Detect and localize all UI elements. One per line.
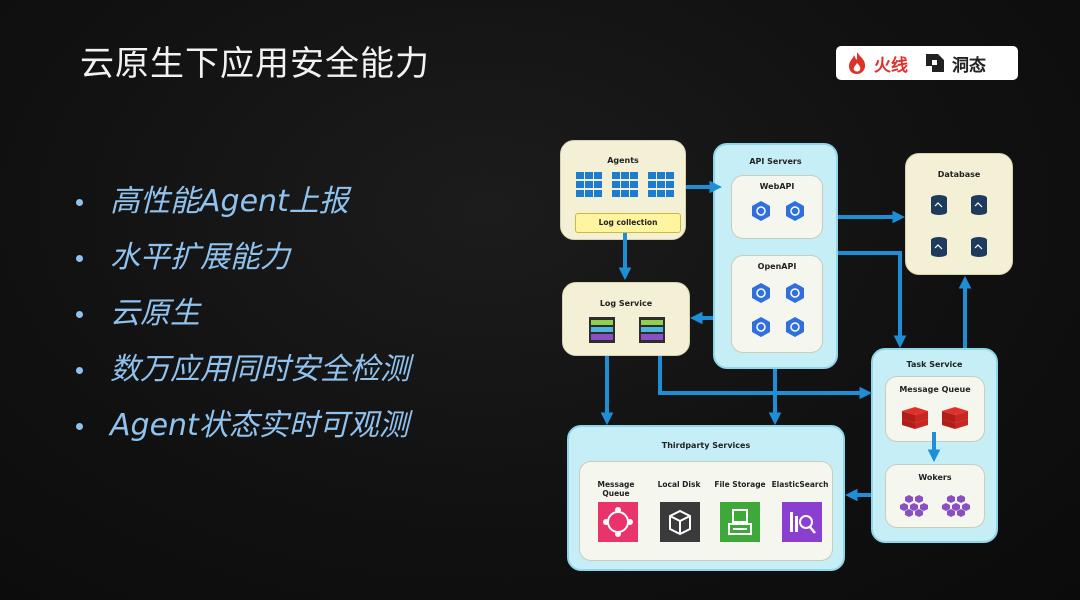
architecture-diagram: Agents Log collection API Servers WebAPI…: [555, 135, 1013, 575]
log-service-box: Log Service: [562, 282, 690, 356]
logo-brand2: 洞态: [952, 55, 986, 76]
arrow-api-to-task: [838, 251, 907, 349]
database-box: Database: [905, 153, 1013, 275]
worker-cluster-icon: [942, 495, 970, 517]
workers-box: Wokers: [885, 464, 985, 528]
thirdparty-item-label: Local Disk: [657, 480, 701, 489]
thirdparty-services-box: Thirdparty Services Message Queue Local …: [567, 425, 845, 571]
database-icon: [931, 195, 947, 215]
thirdparty-item-label: File Storage: [714, 480, 766, 489]
database-icon: [931, 237, 947, 257]
k8s-pod-icon: [786, 201, 804, 221]
log-collection-bar: Log collection: [575, 213, 681, 233]
worker-cluster-icon: [900, 495, 928, 517]
message-queue-icon: [598, 502, 638, 542]
connection-arrows: [600, 180, 972, 502]
database-icon: [971, 237, 987, 257]
k8s-pod-icon: [786, 283, 804, 303]
thirdparty-inner-box: Message Queue Local Disk File Storage El…: [579, 461, 833, 561]
feature-list: 高性能Agent上报 水平扩展能力 云原生 数万应用同时安全检测 Agent状态…: [72, 180, 410, 460]
openapi-label: OpenAPI: [757, 262, 797, 271]
feature-item: 云原生: [72, 292, 410, 348]
message-queue-label: Message Queue: [899, 385, 971, 394]
database-title: Database: [937, 170, 981, 179]
feature-item: 水平扩展能力: [72, 236, 410, 292]
slide-title: 云原生下应用安全能力: [80, 44, 430, 84]
elasticsearch-icon: [782, 502, 822, 542]
agents-title: Agents: [607, 156, 639, 165]
workers-label: Wokers: [918, 473, 952, 482]
redis-icon: [942, 407, 968, 429]
log-service-title: Log Service: [599, 299, 653, 308]
webapi-label: WebAPI: [759, 182, 795, 191]
agent-grid-icon: [612, 172, 638, 197]
feature-item: 高性能Agent上报: [72, 180, 410, 236]
redis-icon: [902, 407, 928, 429]
agent-grid-icon: [576, 172, 602, 197]
brand-logo: 火线 洞态: [836, 46, 1018, 80]
thirdparty-title: Thirdparty Services: [661, 441, 751, 450]
feature-item: Agent状态实时可观测: [72, 404, 410, 460]
file-storage-icon: [720, 502, 760, 542]
feature-item: 数万应用同时安全检测: [72, 348, 410, 404]
local-disk-icon: [660, 502, 700, 542]
agent-grid-icon: [648, 172, 674, 197]
stream-buffer-icon: [639, 317, 665, 343]
message-queue-box: Message Queue: [885, 376, 985, 442]
flame-icon: [849, 52, 866, 74]
thirdparty-item-label: ElasticSearch: [771, 480, 829, 489]
dongtai-logo-icon: [926, 54, 944, 72]
thirdparty-item-label: Message Queue: [597, 480, 635, 498]
k8s-pod-icon: [752, 317, 770, 337]
openapi-box: OpenAPI: [731, 255, 823, 353]
api-servers-box: API Servers WebAPI OpenAPI: [713, 143, 838, 369]
task-service-title: Task Service: [906, 360, 963, 369]
database-icon: [971, 195, 987, 215]
k8s-pod-icon: [752, 283, 770, 303]
api-servers-title: API Servers: [749, 157, 802, 166]
k8s-pod-icon: [786, 317, 804, 337]
arrow-log-to-task: [658, 356, 873, 400]
webapi-box: WebAPI: [731, 175, 823, 239]
stream-buffer-icon: [589, 317, 615, 343]
agents-box: Agents Log collection: [560, 140, 686, 240]
k8s-pod-icon: [752, 201, 770, 221]
logo-brand1: 火线: [874, 55, 908, 76]
